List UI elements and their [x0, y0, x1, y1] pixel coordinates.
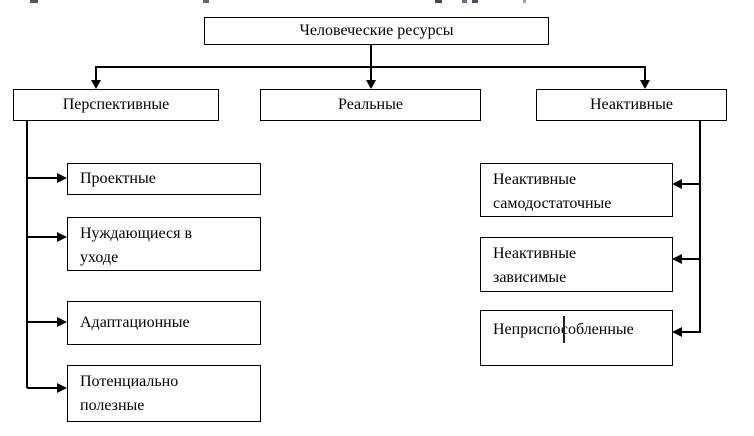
connector-to-adaptation — [27, 321, 58, 323]
node-potentially-useful: Потенциально полезные — [67, 365, 261, 422]
node-inactive-dependent: Неактивные зависимые — [480, 237, 673, 292]
node-label: Перспективные — [62, 96, 170, 113]
connector-drop-real — [370, 66, 372, 81]
arrow-right-project-icon — [57, 173, 67, 183]
node-label: Неактивные — [589, 96, 674, 113]
cropped-text-fragment — [30, 0, 38, 3]
connector-to-dependent — [682, 258, 701, 260]
connector-to-needing-care — [27, 236, 58, 238]
cropped-text-fragment — [523, 0, 526, 3]
connector-to-potentially-useful — [27, 387, 58, 389]
arrow-down-real-icon — [366, 80, 376, 89]
cropped-text-fragment — [472, 0, 478, 3]
arrow-left-self-sufficient-icon — [672, 179, 682, 189]
node-perspective: Перспективные — [13, 89, 219, 121]
node-label: Потенциально полезные — [80, 373, 179, 414]
arrow-down-perspective-icon — [91, 80, 101, 89]
connector-drop-perspective — [95, 66, 97, 81]
text-cursor — [563, 316, 565, 343]
node-label: Нуждающиеся в уходе — [80, 225, 192, 266]
connector-to-project — [27, 177, 58, 179]
node-needing-care: Нуждающиеся в уходе — [67, 217, 261, 271]
arrow-right-potentially-useful-icon — [57, 383, 67, 393]
arrow-right-needing-care-icon — [57, 232, 67, 242]
node-project: Проектные — [67, 163, 261, 195]
cropped-text-fragment — [462, 0, 467, 3]
node-label: Неактивные самодостаточные — [493, 171, 612, 212]
node-label: Адаптационные — [80, 314, 190, 331]
arrow-down-inactive-icon — [640, 80, 650, 89]
node-label: Неактивные зависимые — [493, 245, 577, 286]
node-label: Проектные — [80, 170, 156, 187]
node-unadapted: Неприспособленные — [480, 310, 673, 366]
connector-perspective-trunk — [26, 121, 28, 388]
node-adaptation: Адаптационные — [67, 301, 261, 345]
node-label: Реальные — [338, 96, 403, 113]
node-inactive-self-sufficient: Неактивные самодостаточные — [480, 163, 673, 217]
arrow-right-adaptation-icon — [57, 317, 67, 327]
connector-drop-inactive — [644, 66, 646, 81]
node-human-resources: Человеческие ресурсы — [204, 17, 549, 45]
cropped-text-fragment — [203, 0, 209, 3]
node-label: Человеческие ресурсы — [299, 22, 454, 39]
node-inactive: Неактивные — [536, 89, 727, 121]
connector-to-unadapted — [682, 331, 701, 333]
arrow-left-dependent-icon — [672, 254, 682, 264]
arrow-left-unadapted-icon — [672, 327, 682, 337]
connector-to-self-sufficient — [682, 183, 701, 185]
cropped-text-fragment — [435, 0, 442, 3]
node-real: Реальные — [260, 89, 481, 121]
connector-root-stub — [370, 45, 372, 66]
connector-inactive-trunk — [699, 121, 701, 333]
